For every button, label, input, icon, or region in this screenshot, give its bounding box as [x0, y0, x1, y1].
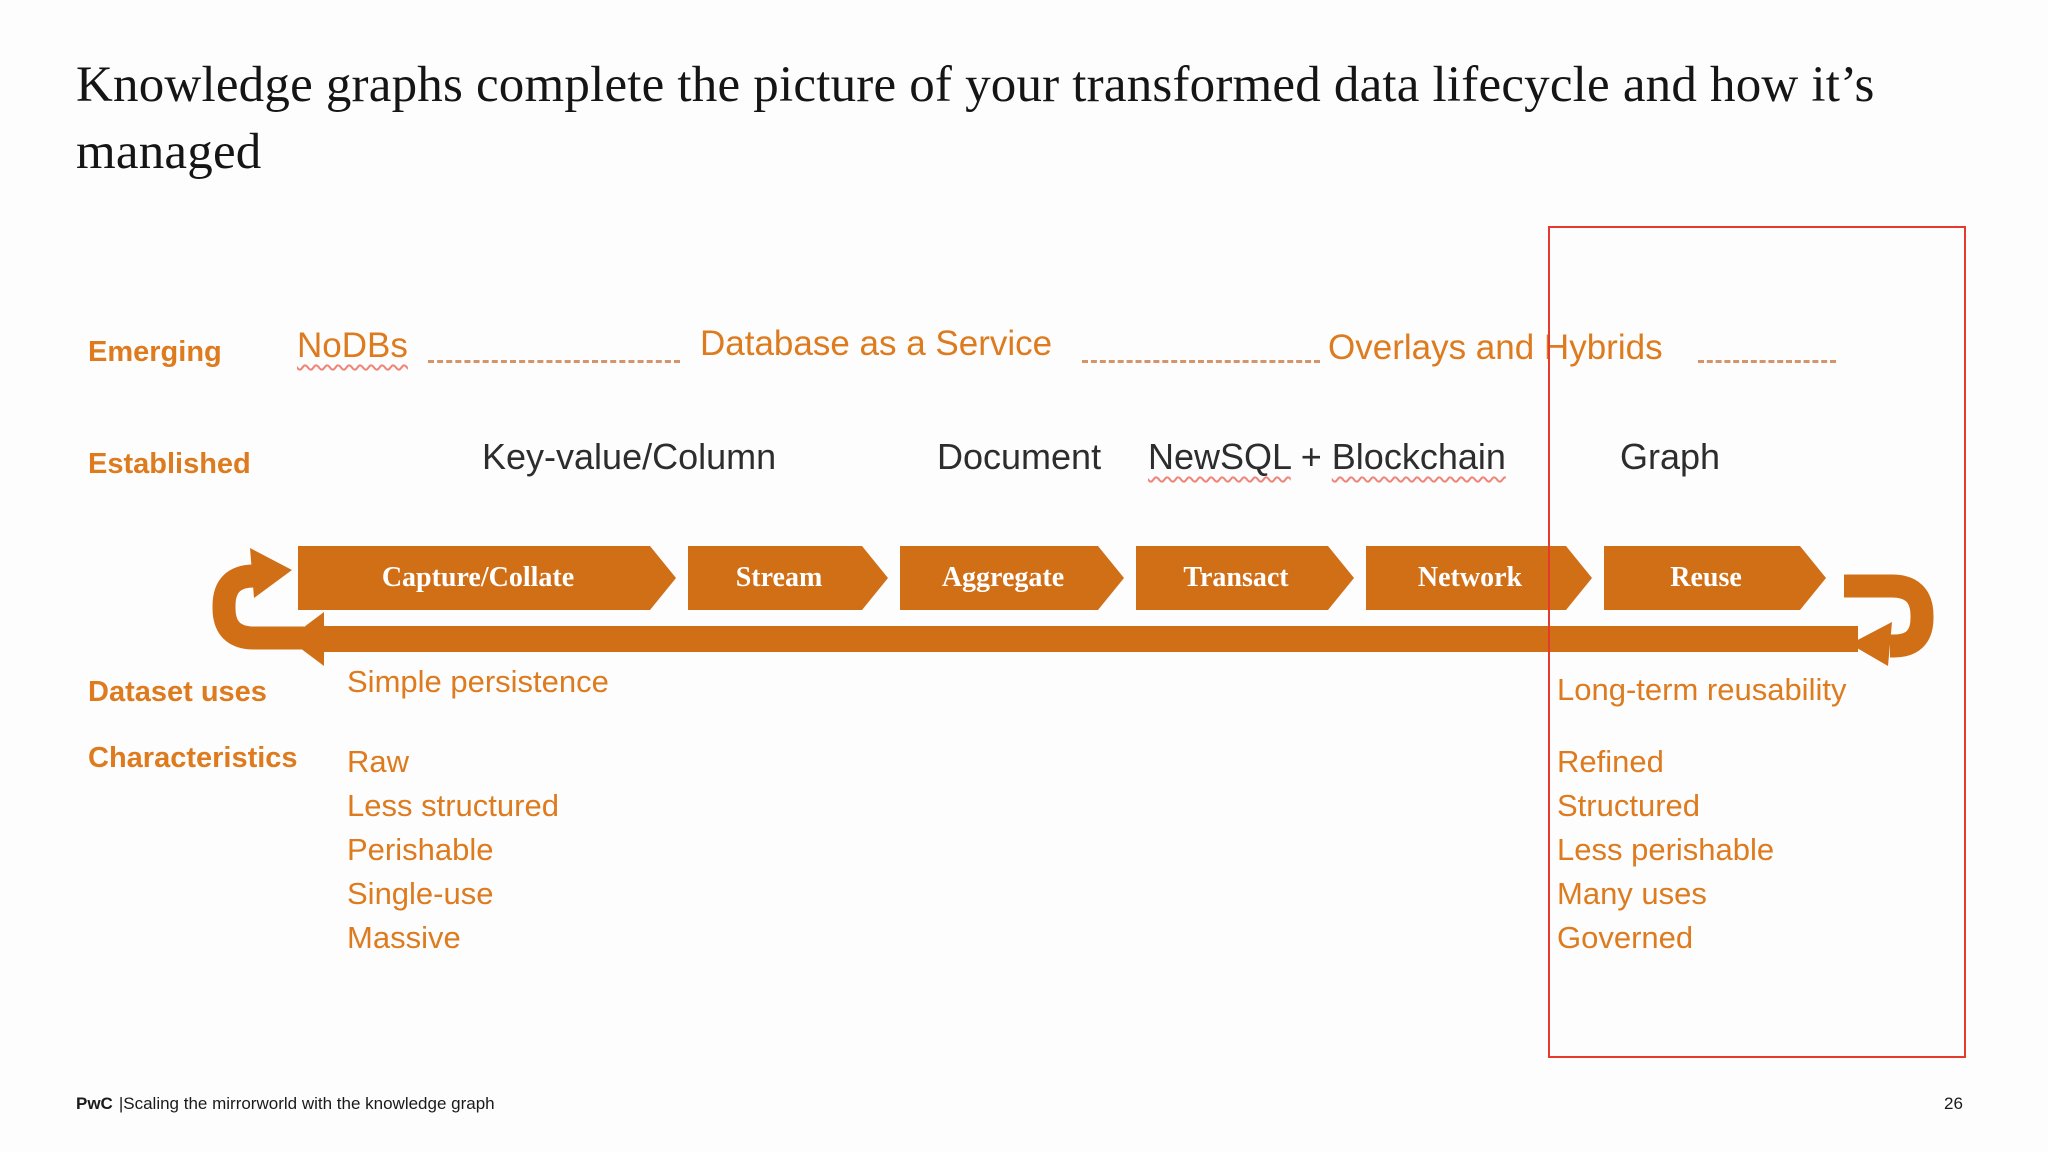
dashed-connector	[1698, 360, 1836, 363]
characteristic-item: Raw	[347, 744, 410, 779]
plus-sign: +	[1300, 436, 1322, 477]
page-number: 26	[1944, 1094, 1963, 1113]
characteristic-item: Perishable	[347, 832, 494, 867]
dataset-uses-left: Simple persistence	[347, 664, 609, 699]
established-item-keyvalue: Key-value/Column	[482, 436, 777, 477]
characteristic-item: Structured	[1557, 788, 1701, 823]
emerging-item-overlays: Overlays and Hybrids	[1328, 328, 1663, 367]
highlight-rectangle	[1548, 226, 1966, 1058]
slide-title: Knowledge graphs complete the picture of…	[76, 57, 1875, 180]
brand-logo: PwC	[76, 1094, 113, 1113]
characteristic-item: Governed	[1557, 920, 1694, 955]
established-item-newsql-blockchain: NewSQL + Blockchain	[1148, 436, 1506, 478]
established-item-graph: Graph	[1620, 436, 1721, 477]
return-bar	[322, 626, 1858, 652]
return-arrowhead	[288, 612, 324, 666]
flow-stage-stream: Stream	[688, 546, 888, 610]
characteristic-item: Many uses	[1557, 876, 1707, 911]
characteristic-item: Massive	[347, 920, 461, 955]
characteristic-item: Single-use	[347, 876, 494, 911]
flow-stage-transact: Transact	[1136, 546, 1354, 610]
footer: PwC |Scaling the mirrorworld with the kn…	[76, 1094, 495, 1114]
flow-stage-network: Network	[1366, 546, 1592, 610]
established-item-document: Document	[937, 436, 1102, 477]
dataset-uses-label: Dataset uses	[88, 676, 267, 708]
loop-forward-arrow-icon	[1844, 574, 1934, 666]
characteristic-item: Less perishable	[1557, 832, 1775, 867]
flow-stage-aggregate: Aggregate	[900, 546, 1124, 610]
dashed-connector	[1082, 360, 1320, 363]
flow-stage-capture-collate: Capture/Collate	[298, 546, 676, 610]
flow-stage-reuse: Reuse	[1604, 546, 1826, 610]
loop-back-arrow-icon	[212, 548, 304, 650]
dataset-uses-right: Long-term reusability	[1557, 672, 1847, 707]
emerging-item-nodbs: NoDBs	[297, 326, 408, 365]
established-item-newsql: NewSQL	[1148, 436, 1291, 477]
characteristic-item: Less structured	[347, 788, 559, 823]
characteristics-label: Characteristics	[88, 742, 298, 774]
established-item-blockchain: Blockchain	[1331, 436, 1506, 477]
characteristic-item: Refined	[1557, 744, 1664, 779]
emerging-label: Emerging	[88, 336, 222, 368]
footer-tagline: |Scaling the mirrorworld with the knowle…	[118, 1094, 495, 1113]
dashed-connector	[428, 360, 680, 363]
established-label: Established	[88, 448, 251, 480]
emerging-item-daas: Database as a Service	[700, 324, 1053, 363]
